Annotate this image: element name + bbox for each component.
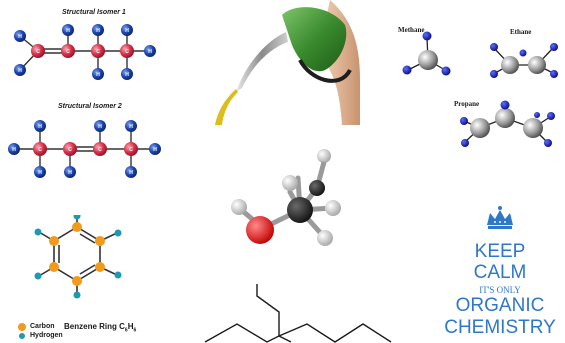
fuel-nozzle-photo <box>215 0 360 125</box>
nozzle-spout <box>236 32 288 92</box>
svg-text:H: H <box>125 72 129 78</box>
svg-text:C: C <box>125 49 129 55</box>
isomer-1-diagram: C C C C H H H H H H H H <box>14 24 156 80</box>
benzene-title: Benzene Ring C6H6 <box>64 322 137 334</box>
isomer-2-carbons <box>33 142 138 156</box>
propane-model <box>460 100 555 147</box>
svg-text:H: H <box>148 49 152 55</box>
isomer-2-diagram: C C C C H H H H H H H H <box>8 120 161 178</box>
poster-organic: ORGANIC <box>455 295 545 316</box>
benzene-carbons <box>49 222 105 286</box>
svg-text:H: H <box>38 170 42 176</box>
svg-text:H: H <box>129 124 133 130</box>
fuel-stream <box>215 89 238 125</box>
nozzle-trigger <box>298 58 352 83</box>
svg-text:H: H <box>129 170 133 176</box>
methane-label: Methane <box>398 26 425 34</box>
methanol-model <box>231 149 341 246</box>
svg-text:H: H <box>96 72 100 78</box>
svg-text:H: H <box>68 170 72 176</box>
svg-text:C: C <box>36 49 40 55</box>
ethane-model <box>490 43 558 78</box>
methane-model <box>402 31 451 76</box>
propane-label: Propane <box>454 100 480 108</box>
svg-text:C: C <box>129 147 133 153</box>
svg-text:H: H <box>18 68 22 74</box>
svg-text:H: H <box>125 28 129 34</box>
svg-text:C: C <box>96 49 100 55</box>
skeletal-formula <box>204 284 392 343</box>
legend-hydrogen-label: Hydrogen <box>30 332 63 339</box>
isomer-1-title: Structural Isomer 1 <box>62 9 126 16</box>
legend-carbon-swatch <box>18 323 26 331</box>
crown-icon <box>487 206 513 229</box>
isomer-2-hydrogens <box>8 120 161 178</box>
poster-chemistry: CHEMISTRY <box>444 317 556 338</box>
isomer-2-title: Structural Isomer 2 <box>58 103 122 110</box>
legend-carbon-label: Carbon <box>30 323 55 330</box>
legend-hydrogen-swatch <box>19 333 25 339</box>
svg-text:H: H <box>12 147 16 153</box>
svg-text:H: H <box>96 28 100 34</box>
nozzle-handle <box>282 7 347 72</box>
isomer-1-carbons <box>31 44 134 58</box>
ethane-label: Ethane <box>510 28 532 36</box>
svg-text:C: C <box>98 147 102 153</box>
poster-its-only: IT'S ONLY <box>479 285 521 295</box>
svg-text:H: H <box>18 34 22 40</box>
svg-text:C: C <box>68 147 72 153</box>
isomer-1-hydrogens <box>14 24 156 80</box>
poster-calm: CALM <box>473 262 527 283</box>
svg-text:H: H <box>153 147 157 153</box>
svg-text:C: C <box>38 147 42 153</box>
poster-keep: KEEP <box>474 241 526 262</box>
alkane-models <box>402 31 558 147</box>
svg-text:H: H <box>38 124 42 130</box>
benzene-hydrogens <box>34 215 122 299</box>
svg-text:H: H <box>98 124 102 130</box>
benzene-diagram <box>18 215 122 339</box>
svg-text:H: H <box>66 28 70 34</box>
svg-text:C: C <box>66 49 70 55</box>
